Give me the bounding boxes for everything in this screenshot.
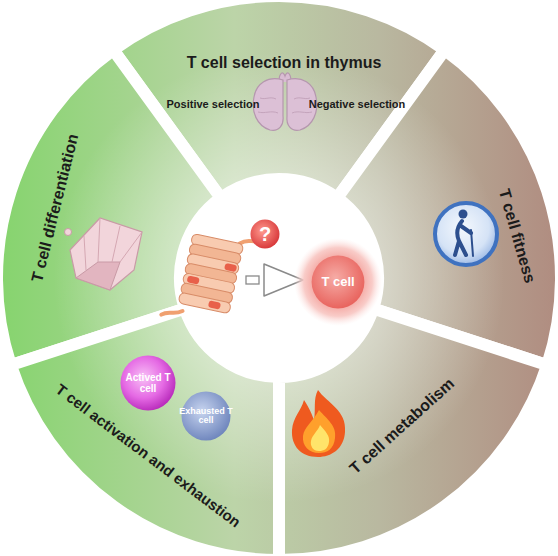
- sector-title: T cell selection in thymus: [187, 54, 382, 72]
- cell-label: Exhausted T cell: [179, 407, 233, 426]
- sector-label: Negative selection: [309, 98, 406, 110]
- cell-glow: [294, 238, 382, 326]
- chromatin-mark: [224, 263, 237, 272]
- nucleosome-disc: [189, 243, 242, 265]
- cell-body: [251, 220, 280, 249]
- cell-label: Actived T cell: [125, 373, 171, 394]
- nucleosome-disc: [186, 253, 239, 275]
- circle-node: Actived T cell: [120, 355, 176, 411]
- sector-outline: [11, 309, 279, 556]
- circle-node: ?: [250, 219, 280, 249]
- circle-node: T cell: [294, 238, 382, 326]
- cell-label: ?: [253, 224, 277, 245]
- nucleosome-disc: [182, 273, 235, 295]
- chromatin-mark: [208, 300, 221, 309]
- sector-label: Positive selection: [167, 98, 260, 110]
- arrow-tail: [246, 276, 259, 284]
- nucleosome-disc: [184, 263, 237, 285]
- cell-label: T cell: [308, 275, 368, 289]
- nucleosome-disc: [191, 233, 244, 255]
- circle-node: Exhausted T cell: [181, 391, 231, 441]
- sector-outline: [279, 309, 547, 556]
- cell-body: [121, 356, 176, 411]
- chromatin-mark: [187, 275, 200, 284]
- sector-fill: [11, 309, 279, 556]
- sector-fill: [279, 309, 547, 556]
